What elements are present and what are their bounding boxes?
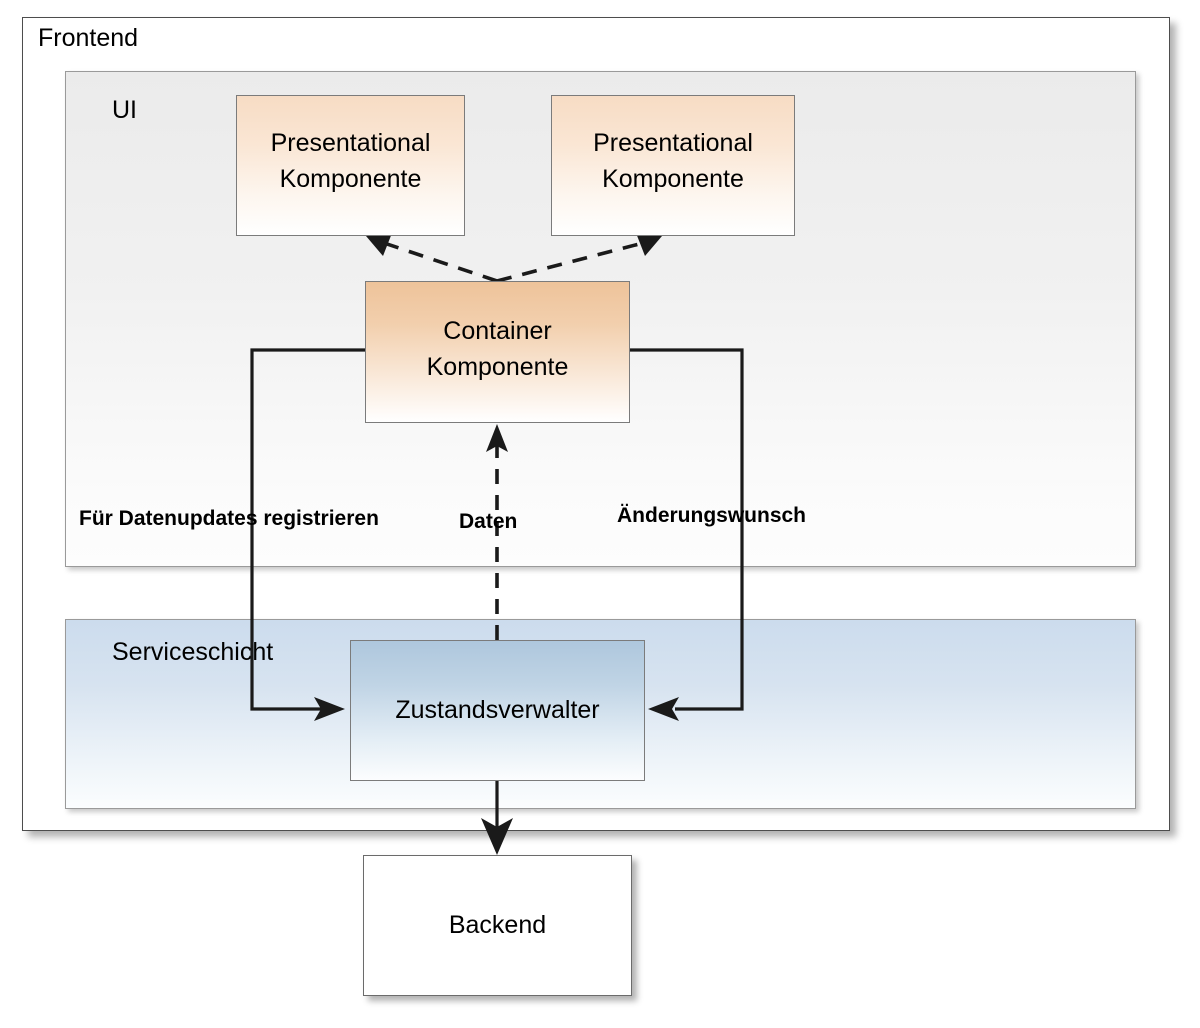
ui-panel-title: UI (112, 96, 137, 124)
edge-label-register: Für Datenupdates registrieren (79, 507, 379, 530)
frontend-panel-title: Frontend (38, 24, 139, 52)
node-state-manager[interactable]: Zustandsverwalter (350, 640, 645, 781)
node-label: Zustandsverwalter (395, 695, 600, 724)
node-label-line1: Container (443, 317, 552, 345)
edge-label-change-request: Änderungswunsch (617, 504, 807, 527)
node-presentational-component-right[interactable]: Presentational Komponente (551, 95, 795, 236)
node-label-line2: Komponente (279, 164, 422, 193)
service-layer-panel-title: Serviceschicht (112, 638, 274, 666)
node-presentational-component-left[interactable]: Presentational Komponente (236, 95, 465, 236)
node-label-line2: Komponente (426, 352, 569, 381)
node-backend[interactable]: Backend (363, 855, 632, 996)
node-label-line1: Presentational (270, 129, 431, 157)
node-label-line2: Komponente (602, 164, 744, 193)
node-label: Backend (448, 910, 547, 939)
node-container-component[interactable]: Container Komponente (365, 281, 630, 423)
edge-label-data: Daten (459, 510, 518, 533)
node-label-line1: Presentational (593, 129, 753, 157)
